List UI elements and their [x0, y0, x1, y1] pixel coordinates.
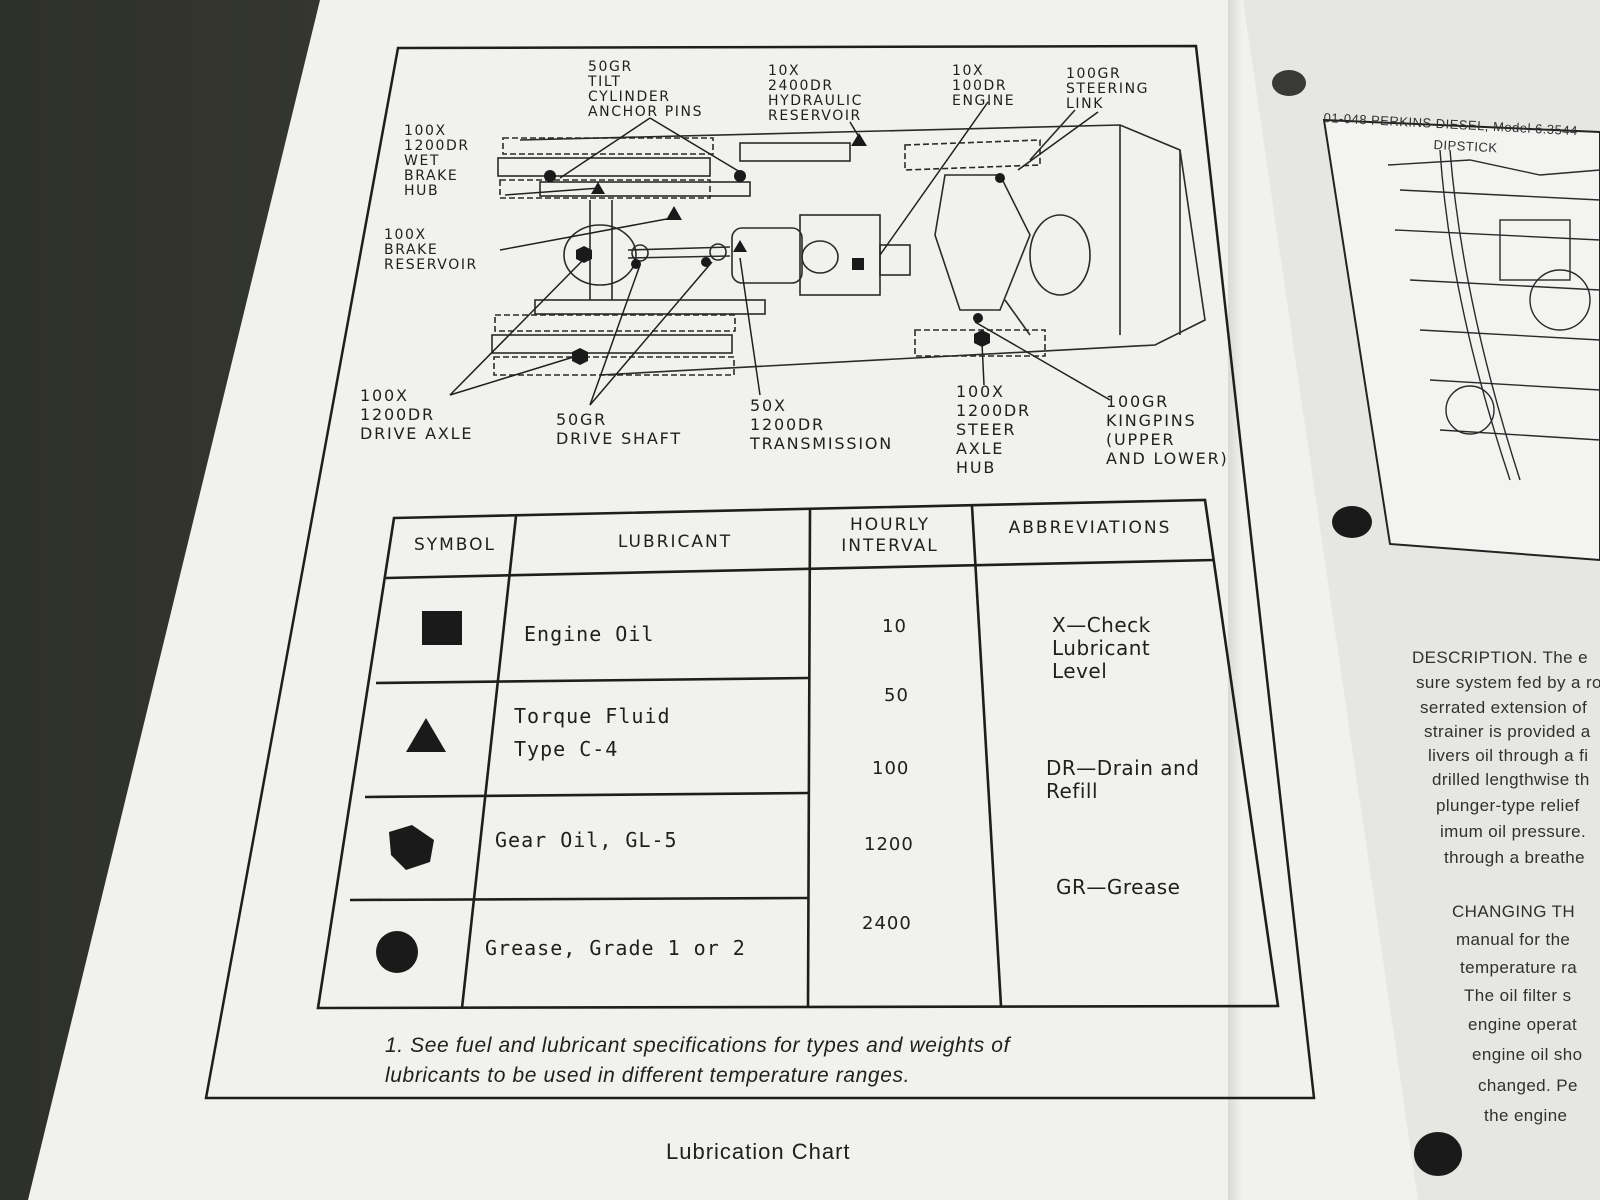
engine-figure-frame — [1322, 118, 1600, 562]
body-line: The oil filter s — [1464, 986, 1572, 1005]
engine-drawing — [1387, 149, 1600, 481]
header-abbreviations: ABBREVIATIONS — [1008, 518, 1172, 538]
body-line: DESCRIPTION. The e — [1412, 648, 1588, 667]
binder-hole-bottom — [1414, 1132, 1462, 1176]
grease-point-icon — [701, 257, 711, 267]
hexagon-icon — [389, 825, 434, 870]
body-line: through a breathe — [1444, 848, 1586, 867]
body-line: plunger-type relief — [1436, 796, 1580, 815]
diagram-symbols — [544, 133, 1005, 365]
binder-hole-middle — [1332, 506, 1372, 538]
label-hydraulic-reservoir: 10X 2400DR HYDRAULIC RESERVOIR — [768, 63, 863, 124]
label-drive-axle: 100X 1200DR DRIVE AXLE — [360, 386, 474, 443]
label-engine: 10X 100DR ENGINE — [952, 63, 1016, 109]
header-lubricant: LUBRICANT — [617, 532, 733, 552]
lubricant-torque-fluid: Torque Fluid Type C-4 — [514, 704, 671, 761]
grease-point-icon — [544, 170, 556, 182]
label-steering-link: 100GR STEERING LINK — [1066, 66, 1150, 112]
body-line: sure system fed by a ro — [1416, 673, 1600, 692]
triangle-icon — [406, 718, 446, 752]
grease-point-icon — [973, 313, 983, 323]
figure-caption: Lubrication Chart — [666, 1139, 851, 1164]
interval-10: 10 — [882, 616, 907, 637]
section-heading: CHANGING TH — [1452, 902, 1576, 921]
body-line: the engine — [1484, 1106, 1568, 1125]
gear-oil-point-icon — [572, 348, 588, 365]
body-line: strainer is provided a — [1424, 722, 1591, 741]
abbreviation-check: X—Check Lubricant Level — [1052, 613, 1151, 683]
gear-oil-point-icon — [974, 330, 990, 347]
square-icon — [422, 611, 462, 645]
interval-1200: 1200 — [864, 834, 914, 855]
body-line: changed. Pe — [1478, 1076, 1578, 1095]
body-line: temperature ra — [1460, 958, 1578, 977]
body-line: engine operat — [1468, 1015, 1578, 1034]
body-line: drilled lengthwise th — [1432, 770, 1590, 789]
label-transmission: 50X 1200DR TRANSMISSION — [750, 396, 894, 453]
table-symbols — [376, 611, 462, 973]
interval-100: 100 — [872, 758, 910, 779]
circle-icon — [376, 931, 418, 973]
interval-50: 50 — [884, 685, 909, 706]
torque-fluid-point-icon — [851, 133, 867, 146]
grease-point-icon — [734, 170, 746, 182]
label-wet-brake-hub: 100X 1200DR WET BRAKE HUB — [404, 123, 470, 199]
lubricant-gear-oil: Gear Oil, GL-5 — [495, 828, 678, 852]
torque-fluid-point-icon — [666, 206, 682, 220]
body-line: manual for the — [1456, 930, 1571, 949]
abbreviation-grease: GR—Grease — [1056, 875, 1181, 899]
leader-lines — [449, 101, 1111, 406]
gear-oil-point-icon — [576, 246, 592, 263]
body-line: livers oil through a fi — [1428, 746, 1589, 765]
label-tilt-cylinder: 50GR TILT CYLINDER ANCHOR PINS — [588, 59, 704, 120]
body-line: engine oil sho — [1472, 1045, 1583, 1064]
chart-border — [204, 44, 1316, 1100]
interval-2400: 2400 — [862, 913, 912, 934]
footnote: 1. See fuel and lubricant specifications… — [385, 1034, 1011, 1087]
engine-oil-point-icon — [852, 258, 864, 270]
torque-fluid-point-icon — [591, 182, 605, 194]
body-line: imum oil pressure. — [1440, 822, 1587, 841]
header-symbol: SYMBOL — [413, 535, 497, 555]
page-fold-shadow — [1228, 0, 1242, 1200]
header-hourly-interval: HOURLY INTERVAL — [841, 515, 939, 556]
grease-point-icon — [631, 259, 641, 269]
abbreviation-drain-refill: DR—Drain and Refill — [1046, 756, 1200, 803]
label-brake-reservoir: 100X BRAKE RESERVOIR — [384, 227, 478, 273]
body-line: serrated extension of — [1420, 698, 1588, 717]
label-drive-shaft: 50GR DRIVE SHAFT — [556, 410, 682, 448]
lubricant-grease: Grease, Grade 1 or 2 — [485, 936, 746, 960]
lubrication-table-grid — [316, 498, 1280, 1010]
chassis-drawing — [491, 109, 1206, 376]
lubricant-engine-oil: Engine Oil — [524, 622, 655, 646]
binder-hole-top — [1272, 70, 1306, 96]
torque-fluid-point-icon — [733, 240, 747, 252]
grease-point-icon — [995, 173, 1005, 183]
label-kingpins: 100GR KINGPINS (UPPER AND LOWER) — [1106, 392, 1229, 468]
label-steer-axle-hub: 100X 1200DR STEER AXLE HUB — [956, 382, 1031, 477]
